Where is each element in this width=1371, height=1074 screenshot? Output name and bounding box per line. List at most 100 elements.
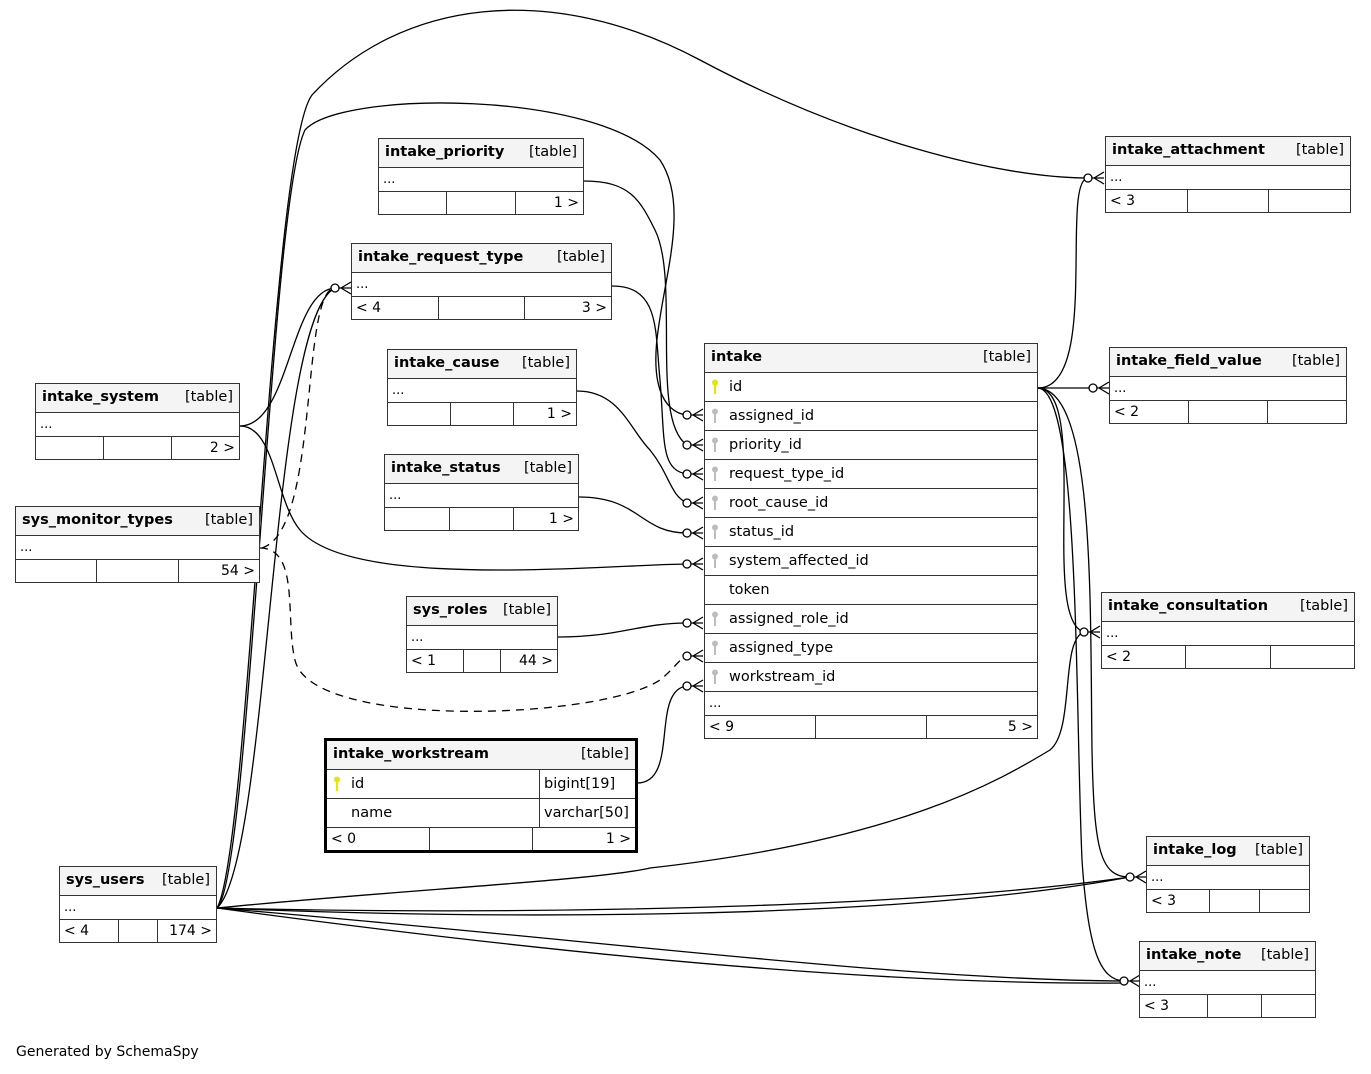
table-name[interactable]: sys_roles [413, 602, 488, 618]
parent-count[interactable]: < 4 [64, 923, 90, 939]
column-name: priority_id [729, 437, 802, 453]
column-row-request-type-id[interactable]: request_type_id [705, 460, 1037, 489]
edge-users-to-attachment [216, 9, 1089, 909]
table-name[interactable]: sys_monitor_types [22, 512, 173, 528]
column-row-assigned-role-id[interactable]: assigned_role_id [705, 605, 1037, 634]
column-name: workstream_id [729, 669, 836, 685]
child-count[interactable] [1268, 190, 1350, 212]
column-row-id[interactable]: id [705, 373, 1037, 402]
parent-count[interactable]: < 4 [356, 300, 382, 316]
child-count[interactable]: 1 > [513, 508, 578, 530]
parent-count[interactable]: < 2 [1106, 649, 1132, 665]
child-count[interactable]: 1 > [514, 192, 583, 214]
child-count[interactable]: 3 > [524, 297, 611, 319]
column-name: id [729, 379, 743, 395]
column-row-token[interactable]: token [705, 576, 1037, 605]
child-count[interactable] [1260, 995, 1315, 1017]
crows-foot-marker [682, 679, 704, 693]
columns-ellipsis: ... [36, 413, 239, 437]
child-count[interactable] [1258, 890, 1309, 912]
table-name[interactable]: intake_field_value [1116, 353, 1262, 369]
parent-count[interactable]: < 3 [1110, 193, 1136, 209]
parent-count[interactable] [385, 508, 449, 530]
table-name[interactable]: sys_users [66, 872, 145, 888]
parent-count[interactable]: < 0 [331, 831, 357, 847]
parent-count[interactable]: < 1 [411, 653, 437, 669]
parent-count[interactable] [36, 437, 103, 459]
table-intake-workstream[interactable]: intake_workstream[table] id bigint[19] n… [324, 738, 638, 853]
parent-count[interactable]: < 3 [1151, 893, 1177, 909]
table-kind: [table] [982, 349, 1031, 365]
parent-count[interactable] [379, 192, 446, 214]
column-row-workstream-id[interactable]: workstream_id [705, 663, 1037, 692]
child-count[interactable] [1267, 401, 1346, 423]
table-footer: 1 > [379, 192, 583, 214]
table-intake-consultation[interactable]: intake_consultation [table] ... < 2 [1101, 592, 1355, 669]
table-footer: < 0 1 > [327, 828, 635, 850]
columns-ellipsis: ... [407, 626, 557, 650]
columns-ellipsis: ... [1110, 377, 1346, 401]
edge-users-to-log-2 [216, 876, 1131, 912]
child-count[interactable]: 44 > [500, 650, 557, 672]
table-name[interactable]: intake_consultation [1108, 598, 1269, 614]
column-row-priority-id[interactable]: priority_id [705, 431, 1037, 460]
child-count[interactable]: 1 > [513, 403, 576, 425]
table-footer: < 3 [1140, 995, 1315, 1017]
child-count[interactable]: 1 > [532, 828, 635, 850]
child-count[interactable]: 2 > [171, 437, 239, 459]
edge-system-to-request-type [239, 287, 336, 427]
child-count[interactable]: 54 > [177, 560, 259, 582]
crows-foot-marker [682, 616, 704, 630]
parent-count[interactable]: < 3 [1144, 998, 1170, 1014]
edge-system-to-intake [239, 425, 688, 571]
parent-count[interactable] [16, 560, 96, 582]
table-name[interactable]: intake_note [1146, 947, 1242, 963]
table-intake-cause[interactable]: intake_cause[table] ... 1 > [387, 349, 577, 426]
table-name[interactable]: intake_attachment [1112, 142, 1265, 158]
table-intake-log[interactable]: intake_log[table] ... < 3 [1146, 836, 1310, 913]
column-row-root-cause-id[interactable]: root_cause_id [705, 489, 1037, 518]
columns-ellipsis: ... [1102, 622, 1354, 646]
table-intake-attachment[interactable]: intake_attachment[table] ... < 3 [1105, 136, 1351, 213]
column-row-assigned-type[interactable]: assigned_type [705, 634, 1037, 663]
edge-sys-users-to-intake-assigned [216, 102, 688, 909]
table-sys-monitor-types[interactable]: sys_monitor_types[table] ... 54 > [15, 506, 260, 583]
table-name[interactable]: intake_workstream [333, 746, 489, 762]
column-row-assigned-id[interactable]: assigned_id [705, 402, 1037, 431]
crows-foot-marker [1083, 171, 1105, 185]
child-count[interactable] [1269, 646, 1354, 668]
table-intake-field-value[interactable]: intake_field_value[table] ... < 2 [1109, 347, 1347, 424]
table-footer: < 9 5 > [705, 716, 1037, 738]
table-name[interactable]: intake_log [1153, 842, 1237, 858]
column-name: assigned_id [729, 408, 815, 424]
table-kind: [table] [523, 460, 572, 476]
table-intake-system[interactable]: intake_system[table] ... 2 > [35, 383, 240, 460]
child-count[interactable]: 174 > [157, 920, 216, 942]
table-kind: [table] [1299, 598, 1348, 614]
table-name[interactable]: intake_status [391, 460, 501, 476]
table-name[interactable]: intake_system [42, 389, 159, 405]
table-intake-note[interactable]: intake_note[table] ... < 3 [1139, 941, 1316, 1018]
table-name[interactable]: intake_priority [385, 144, 505, 160]
column-row-status-id[interactable]: status_id [705, 518, 1037, 547]
parent-count[interactable]: < 2 [1114, 404, 1140, 420]
table-kind: [table] [1260, 947, 1309, 963]
column-row[interactable]: id bigint[19] [327, 770, 635, 799]
column-row[interactable]: name varchar[50] [327, 799, 635, 828]
table-name[interactable]: intake_cause [394, 355, 500, 371]
table-kind: [table] [1295, 142, 1344, 158]
table-intake-status[interactable]: intake_status[table] ... 1 > [384, 454, 579, 531]
parent-count[interactable]: < 9 [709, 719, 735, 735]
column-row-system-affected-id[interactable]: system_affected_id [705, 547, 1037, 576]
table-intake-priority[interactable]: intake_priority[table] ... 1 > [378, 138, 584, 215]
table-name[interactable]: intake [711, 349, 763, 365]
child-count[interactable]: 5 > [926, 716, 1037, 738]
table-footer: 2 > [36, 437, 239, 459]
table-name[interactable]: intake_request_type [358, 249, 524, 265]
parent-count[interactable] [388, 403, 450, 425]
